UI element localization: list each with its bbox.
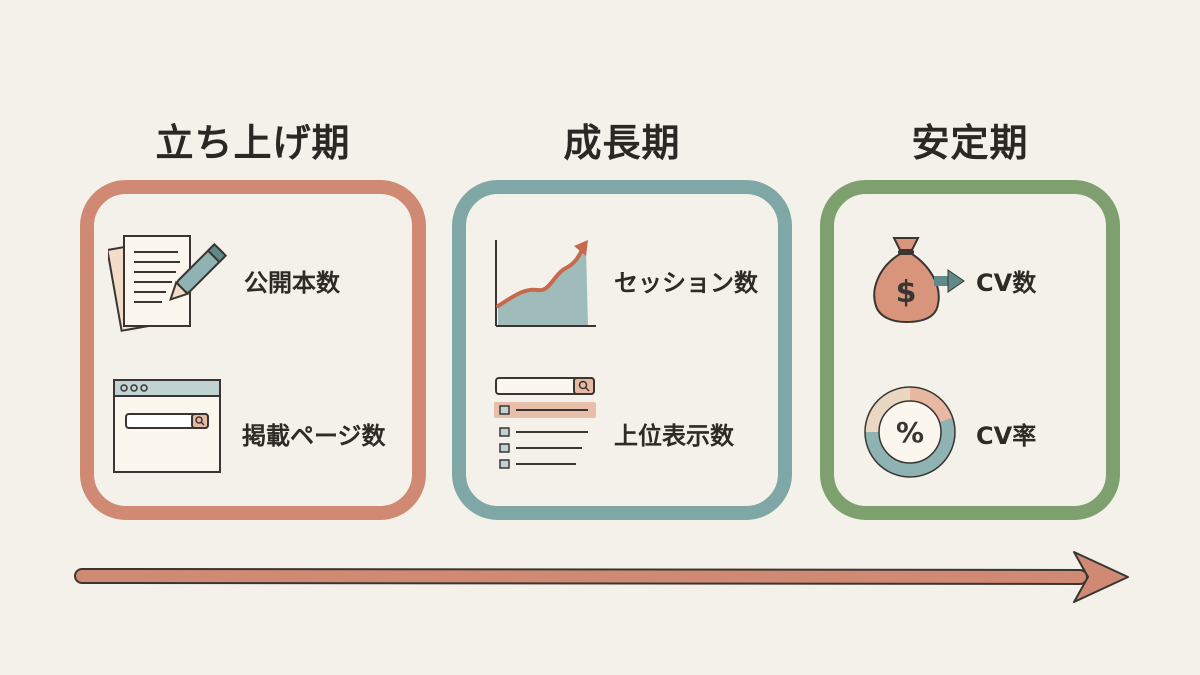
svg-text:%: % [896,416,924,449]
stage-title-launch: 立ち上げ期 [155,121,351,165]
stage-frame-launch [80,180,426,520]
stage-title-growth: 成長期 [563,121,681,165]
metric-sessions: セッション数 [614,269,758,297]
metric-top-rankings: 上位表示数 [614,422,734,450]
metric-published-count: 公開本数 [244,269,340,297]
money-bag-arrow-icon: $ [864,232,974,328]
stage-title-stable: 安定期 [911,121,1029,165]
stage-frame-stable [820,180,1120,520]
browser-search-window-icon [112,378,222,474]
growth-chart-icon [490,236,600,332]
svg-text:$: $ [896,275,917,310]
search-results-list-icon [490,374,600,478]
percent-donut-icon: % [860,382,960,482]
metric-indexed-pages: 掲載ページ数 [242,422,386,450]
metric-cv-rate: CV率 [976,422,1037,450]
timeline-arrow-icon [74,546,1134,608]
metric-cv-count: CV数 [976,269,1037,297]
document-pen-icon [108,222,228,342]
stage-frame-growth [452,180,792,520]
